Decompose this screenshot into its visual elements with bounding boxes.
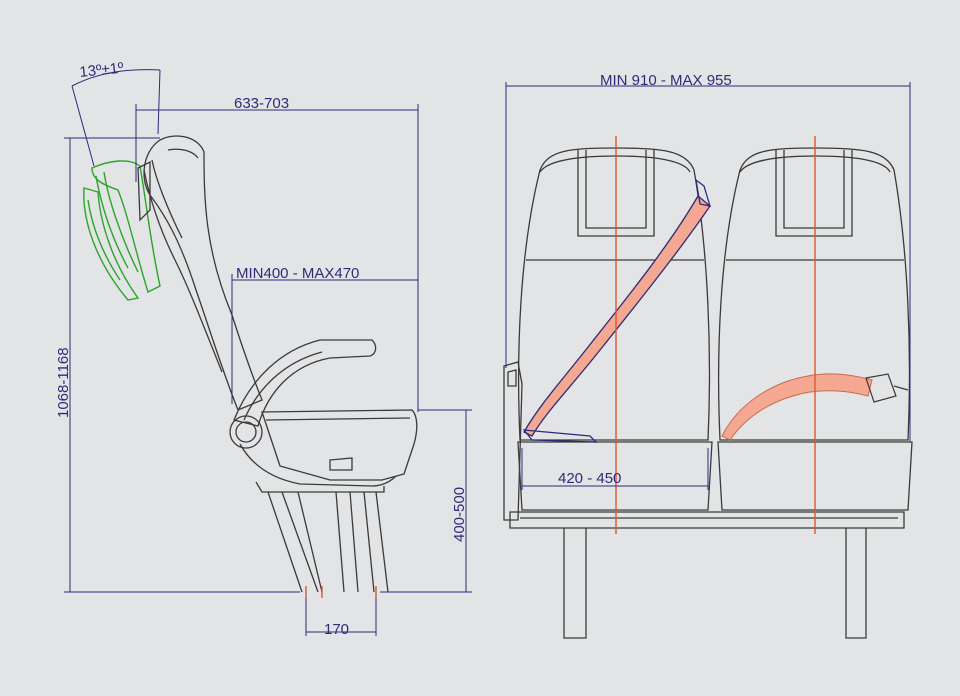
- seat-base-legs: [255, 481, 389, 593]
- side-view: [83, 135, 418, 593]
- left-leg: [563, 528, 587, 639]
- frame-rail: [509, 511, 905, 529]
- reclined-backrest-outline: [83, 160, 161, 301]
- front-view-dimensions: [505, 82, 911, 490]
- side-view-centerline-ticks: [305, 586, 377, 598]
- aisle-armrest: [503, 361, 523, 521]
- belt-buckle: [865, 373, 897, 403]
- total-width-label: MIN 910 - MAX 955: [600, 72, 732, 89]
- seat-belts: [522, 178, 909, 443]
- shoulder-belt: [523, 195, 711, 437]
- seat-cushion-outline: [239, 409, 418, 487]
- seat-depth-label: MIN400 - MAX470: [236, 265, 359, 282]
- seat-width-label: 420 - 450: [558, 470, 621, 487]
- right-leg: [845, 528, 867, 639]
- lap-belt-right: [721, 373, 873, 441]
- left-seat-cushion: [517, 441, 713, 511]
- left-backrest-outline: [517, 147, 711, 441]
- seat-centerlines: [615, 136, 816, 534]
- lap-belt-left: [522, 429, 598, 443]
- recline-angle-label: 13º±1º: [79, 59, 125, 81]
- seat-height-label: 400-500: [451, 487, 468, 542]
- leg-spacing-label: 170: [324, 621, 349, 638]
- right-backrest-outline: [717, 147, 911, 441]
- right-seat-cushion: [717, 441, 913, 511]
- total-height-label: 1068-1168: [55, 347, 72, 418]
- side-view-dimensions: [64, 69, 472, 636]
- pivot-joint: [229, 415, 263, 449]
- armrest-outline: [233, 339, 377, 427]
- depth-label: 633-703: [234, 95, 289, 112]
